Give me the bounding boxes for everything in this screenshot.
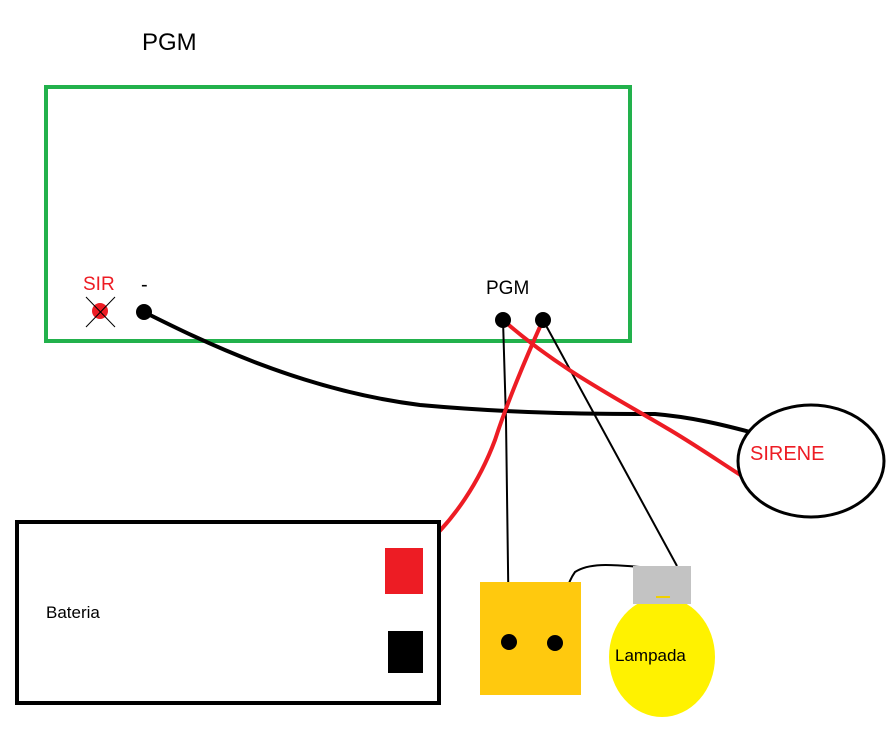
negative-terminal-label: - xyxy=(141,274,148,296)
negative-terminal xyxy=(136,304,152,320)
lamp-label: Lampada xyxy=(615,646,686,665)
battery-label: Bateria xyxy=(46,603,100,622)
pgm-terminal-2 xyxy=(535,312,551,328)
pgm2-to-lamp-wire xyxy=(542,319,678,567)
lamp-base xyxy=(633,566,691,604)
pgm-terminal-1 xyxy=(495,312,511,328)
relay-box xyxy=(480,582,581,695)
battery-negative-terminal xyxy=(388,631,423,673)
battery xyxy=(15,520,441,705)
lamp-bulb xyxy=(609,597,715,717)
siren xyxy=(736,403,886,519)
pgm1-to-relay-wire xyxy=(502,319,510,642)
relay-terminal-left xyxy=(501,634,517,650)
relay-terminal-right xyxy=(547,635,563,651)
diagram-title: PGM xyxy=(142,29,197,56)
siren-label: SIRENE xyxy=(750,443,824,465)
battery-positive-terminal xyxy=(385,548,423,594)
negative-to-siren-wire xyxy=(142,310,752,434)
pgm-terminal-label: PGM xyxy=(486,278,529,299)
pgm2-to-battery-wire xyxy=(418,318,545,552)
sir-terminal xyxy=(85,296,116,328)
sir-terminal-label: SIR xyxy=(83,274,115,295)
alarm-panel xyxy=(44,85,632,343)
pgm1-to-siren-wire xyxy=(501,318,744,478)
